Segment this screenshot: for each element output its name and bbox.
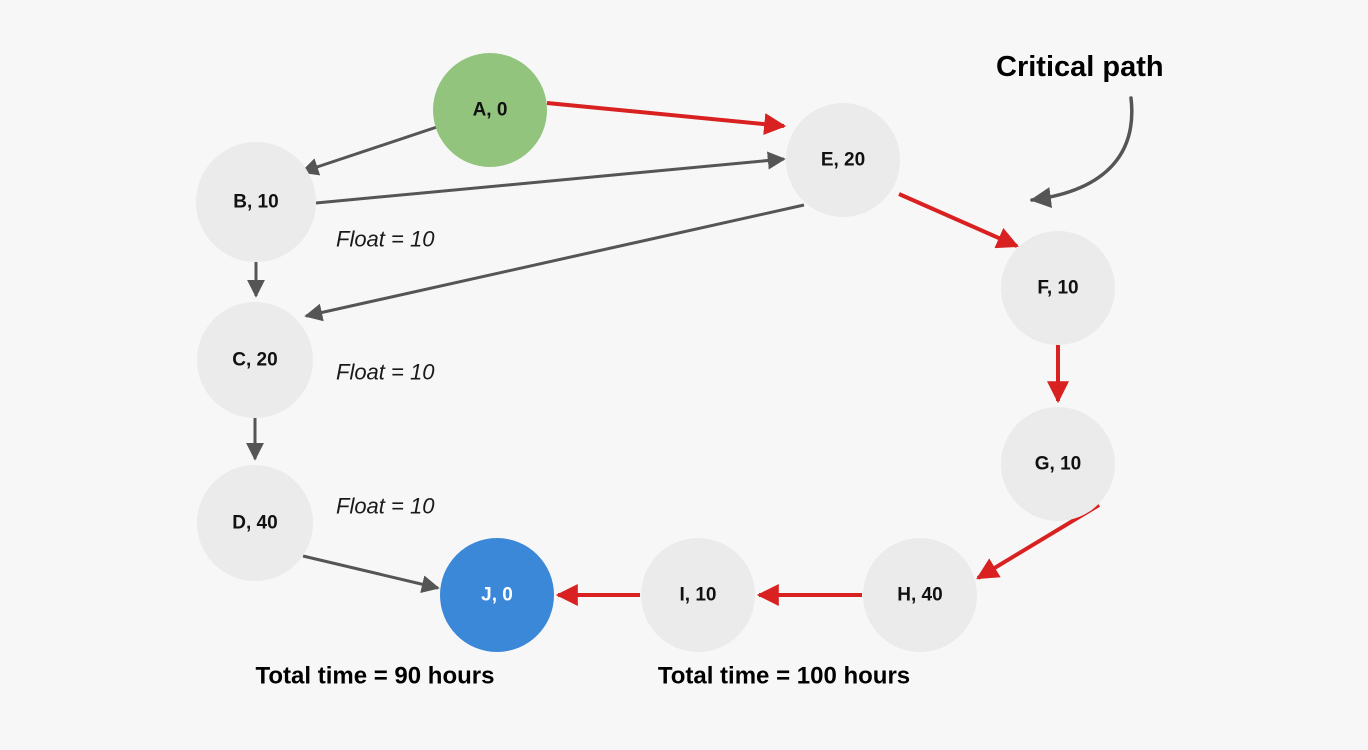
node-circle-h[interactable] xyxy=(863,538,977,652)
node-circle-b[interactable] xyxy=(196,142,316,262)
node-circle-d[interactable] xyxy=(197,465,313,581)
node-circle-i[interactable] xyxy=(641,538,755,652)
float-d-label: Float = 10 xyxy=(336,494,435,519)
float-b-label: Float = 10 xyxy=(336,227,435,252)
edge-a-to-b xyxy=(300,125,438,176)
node-label-e: E, 20 xyxy=(821,150,865,171)
edge-a-to-e xyxy=(546,101,787,136)
node-label-a: A, 0 xyxy=(473,100,508,121)
node-circle-f[interactable] xyxy=(1001,231,1115,345)
node-i[interactable]: I, 10 xyxy=(641,538,755,652)
edge-b-to-e xyxy=(315,151,786,205)
node-label-h: H, 40 xyxy=(897,585,942,606)
edge-g-to-h xyxy=(976,503,1101,580)
node-b[interactable]: B, 10 xyxy=(196,142,316,262)
node-d[interactable]: D, 40 xyxy=(197,465,313,581)
node-j[interactable]: J, 0 xyxy=(440,538,554,652)
total-label-layer: Total time = 90 hours Total time = 100 ho… xyxy=(256,663,911,690)
node-label-i: I, 10 xyxy=(680,585,717,606)
edge-d-to-j xyxy=(302,554,440,594)
critical-path-arrow xyxy=(1029,96,1134,209)
node-a[interactable]: A, 0 xyxy=(433,53,547,167)
node-f[interactable]: F, 10 xyxy=(1001,231,1115,345)
node-label-b: B, 10 xyxy=(233,192,278,213)
node-circle-g[interactable] xyxy=(1001,407,1115,521)
total-left-label: Total time = 90 hours xyxy=(256,663,495,690)
node-circle-j[interactable] xyxy=(440,538,554,652)
node-label-g: G, 10 xyxy=(1035,454,1081,475)
node-e[interactable]: E, 20 xyxy=(786,103,900,217)
node-label-c: C, 20 xyxy=(232,350,277,371)
float-c-label: Float = 10 xyxy=(336,360,435,385)
edge-e-to-f xyxy=(898,192,1020,249)
node-label-f: F, 10 xyxy=(1037,278,1078,299)
node-label-j: J, 0 xyxy=(481,585,513,606)
node-layer: A, 0 B, 10 C, 20 D, 40 E, 20 F, 10 G, 10 H, 40 I… xyxy=(196,53,1115,652)
edge-e-to-c xyxy=(304,203,805,322)
node-circle-a[interactable] xyxy=(433,53,547,167)
edge-layer xyxy=(246,101,1101,606)
node-h[interactable]: H, 40 xyxy=(863,538,977,652)
critical-path-annotation: Critical path xyxy=(996,51,1164,209)
node-label-d: D, 40 xyxy=(232,513,277,534)
critical-path-label: Critical path xyxy=(996,51,1164,83)
total-right-label: Total time = 100 hours xyxy=(658,663,910,690)
node-circle-e[interactable] xyxy=(786,103,900,217)
float-label-layer: Float = 10 Float = 10 Float = 10 xyxy=(336,227,435,519)
node-g[interactable]: G, 10 xyxy=(1001,407,1115,521)
node-circle-c[interactable] xyxy=(197,302,313,418)
node-c[interactable]: C, 20 xyxy=(197,302,313,418)
